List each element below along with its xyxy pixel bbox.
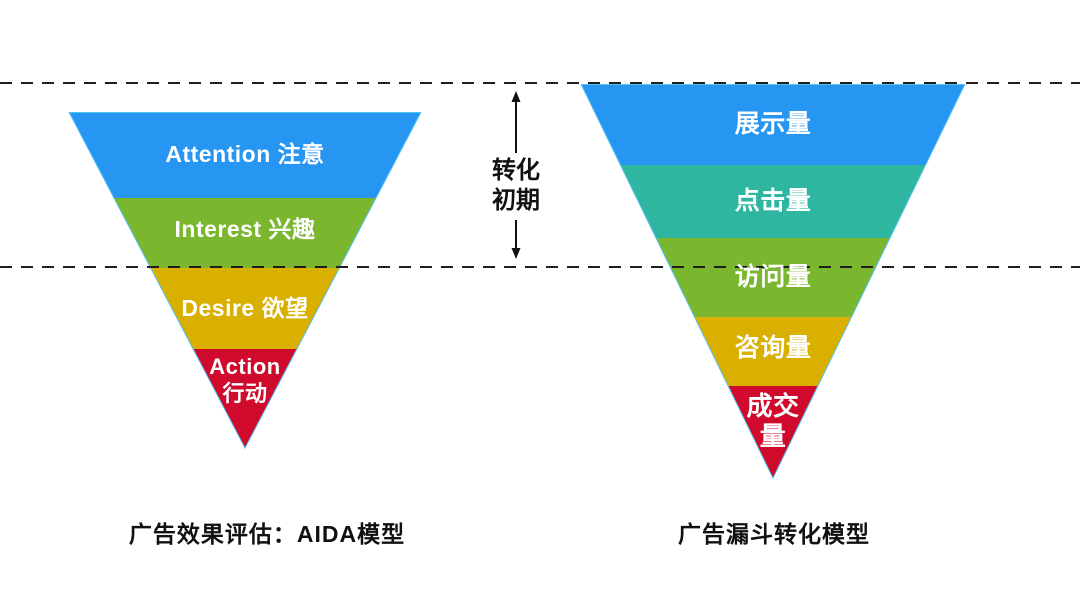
- band-label-action: Action 行动: [209, 353, 280, 407]
- band-label-deals-line2: 量: [759, 421, 787, 451]
- band-label-desire: Desire 欲望: [181, 295, 309, 321]
- funnel-conversion-band-deals: [728, 386, 818, 477]
- funnel-aida-band-desire: [151, 268, 339, 349]
- funnel-aida-band-interest: [114, 198, 376, 268]
- caption-conversion-model: 广告漏斗转化模型: [678, 521, 870, 547]
- band-label-clicks: 点击量: [734, 187, 812, 215]
- band-label-deals-line1: 成交: [746, 391, 800, 421]
- funnel-conversion-band-visits: [656, 238, 890, 317]
- funnel-conversion-band-clicks: [621, 165, 925, 238]
- caption-aida-model: 广告效果评估：AIDA模型: [128, 521, 406, 547]
- band-label-attention: Attention 注意: [165, 141, 325, 167]
- band-label-action-line1: Action: [209, 354, 281, 379]
- funnel-conversion-band-impressions: [582, 85, 964, 165]
- band-label-interest: Interest 兴趣: [174, 216, 316, 242]
- arrow-down-icon: [511, 248, 521, 259]
- funnel-conversion-band-inquiries: [695, 317, 851, 386]
- funnel-aida-band-action: [193, 349, 297, 447]
- funnel-aida: [68, 112, 422, 450]
- stage-arrow: [511, 91, 521, 259]
- band-label-action-line2: 行动: [222, 381, 268, 406]
- band-label-impressions: 展示量: [734, 110, 812, 138]
- stage-label: 转化 初期: [492, 156, 540, 216]
- stage-label-line2: 初期: [492, 187, 540, 214]
- band-label-inquiries: 咨询量: [734, 334, 812, 362]
- band-label-deals: 成交 量: [746, 391, 799, 451]
- arrow-up-icon: [511, 91, 521, 102]
- funnel-aida-band-attention: [70, 113, 420, 198]
- band-label-visits: 访问量: [734, 263, 812, 291]
- funnel-conversion: [580, 84, 966, 480]
- stage-label-line1: 转化: [492, 157, 540, 184]
